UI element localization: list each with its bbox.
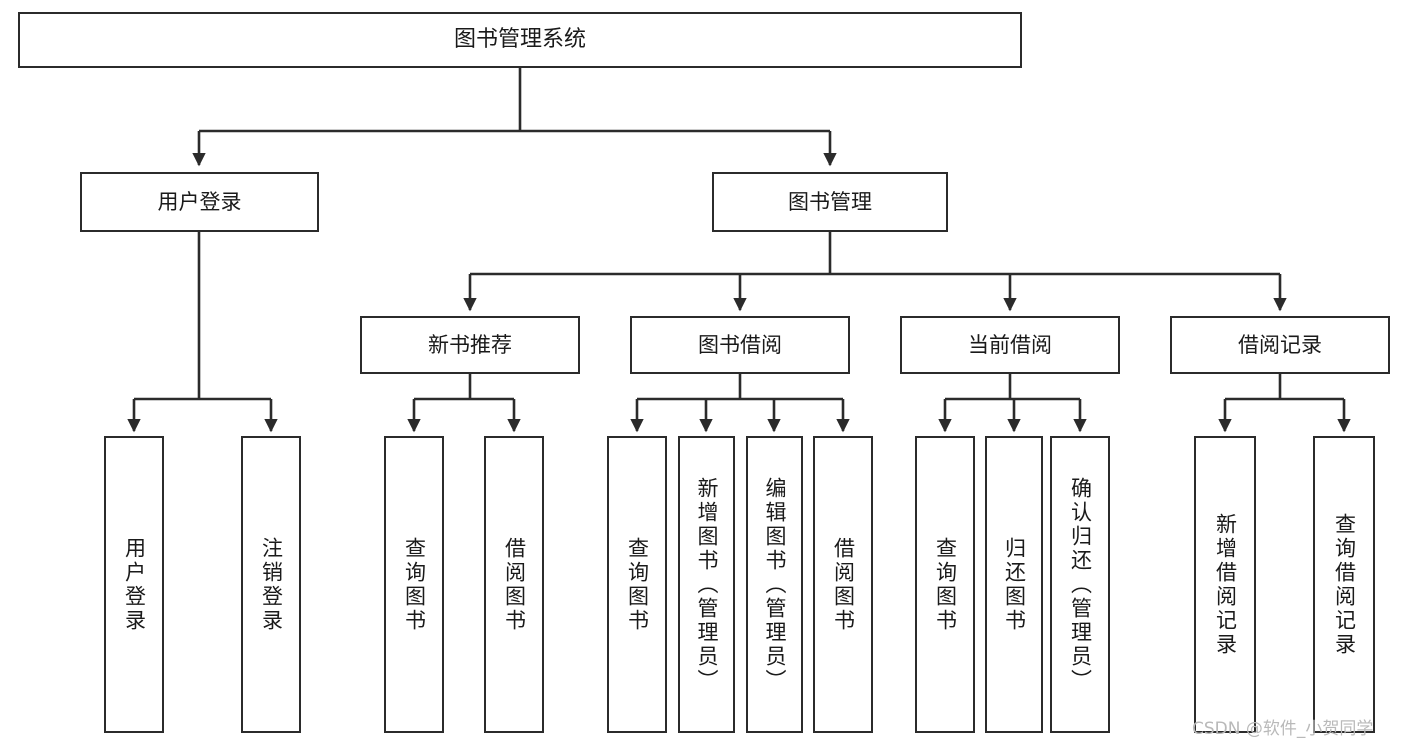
node-label: 新书推荐 [428, 332, 512, 357]
csdn-watermark: CSDN @软件_小贺同学 [1192, 719, 1374, 739]
node-label: 查询借阅记录 [1332, 512, 1357, 657]
leaf-borrow-query-book[interactable]: 查询图书 [607, 436, 667, 733]
node-label: 图书管理系统 [453, 27, 586, 53]
leaf-new-book-borrow[interactable]: 借阅图书 [484, 436, 544, 733]
node-label: 查询图书 [933, 536, 958, 633]
node-label: 图书管理 [788, 189, 872, 214]
node-label: 借阅图书 [502, 536, 527, 633]
leaf-current-query-book[interactable]: 查询图书 [915, 436, 975, 733]
leaf-borrow-add-book-admin[interactable]: 新增图书（管理员） [678, 436, 735, 733]
node-label: 注销登录 [259, 536, 284, 633]
leaf-current-confirm-return-admin[interactable]: 确认归还（管理员） [1050, 436, 1110, 733]
node-current-borrow[interactable]: 当前借阅 [900, 316, 1120, 374]
node-label: 查询图书 [402, 536, 427, 633]
node-user-login[interactable]: 用户登录 [80, 172, 319, 232]
node-label: 用户登录 [122, 536, 147, 633]
node-label: 用户登录 [157, 189, 242, 214]
leaf-record-query-borrow-record[interactable]: 查询借阅记录 [1313, 436, 1375, 733]
leaf-borrow-edit-book-admin[interactable]: 编辑图书（管理员） [746, 436, 803, 733]
leaf-borrow-borrow-book[interactable]: 借阅图书 [813, 436, 873, 733]
leaf-new-book-query[interactable]: 查询图书 [384, 436, 444, 733]
node-label: 图书借阅 [698, 332, 782, 357]
node-label: 编辑图书（管理员） [763, 476, 788, 693]
node-new-book-recommend[interactable]: 新书推荐 [360, 316, 580, 374]
node-borrow-record[interactable]: 借阅记录 [1170, 316, 1390, 374]
node-label: 归还图书 [1002, 536, 1027, 633]
leaf-record-add-borrow-record[interactable]: 新增借阅记录 [1194, 436, 1256, 733]
node-label: 借阅图书 [831, 536, 856, 633]
node-label: 新增图书（管理员） [695, 476, 720, 693]
node-label: 借阅记录 [1238, 332, 1322, 357]
leaf-user-login-signin[interactable]: 用户登录 [104, 436, 164, 733]
node-root-system[interactable]: 图书管理系统 [18, 12, 1022, 68]
node-label: 查询图书 [625, 536, 650, 633]
node-label: 新增借阅记录 [1213, 512, 1238, 657]
leaf-current-return-book[interactable]: 归还图书 [985, 436, 1043, 733]
node-book-management[interactable]: 图书管理 [712, 172, 948, 232]
leaf-user-login-signout[interactable]: 注销登录 [241, 436, 301, 733]
node-book-borrow[interactable]: 图书借阅 [630, 316, 850, 374]
node-label: 确认归还（管理员） [1068, 476, 1093, 693]
node-label: 当前借阅 [968, 332, 1052, 357]
